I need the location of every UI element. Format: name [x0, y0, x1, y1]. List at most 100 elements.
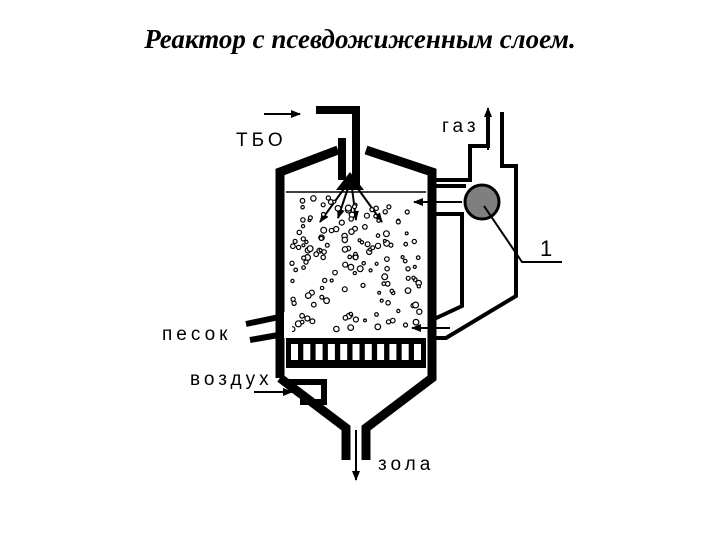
cyclone-separator [463, 183, 501, 221]
bed-particle [310, 301, 317, 308]
bed-particle [347, 263, 355, 271]
bed-particle [325, 195, 331, 201]
bed-particle [362, 223, 368, 230]
feed-distributor [336, 172, 364, 190]
label-gas: газ [442, 116, 480, 137]
label-callout-1: 1 [540, 236, 552, 261]
bed-particle [389, 288, 395, 294]
bed-particle [301, 255, 307, 261]
bed-particle [412, 318, 420, 326]
bed-particle [318, 235, 324, 241]
bed-particle [300, 223, 306, 229]
bed-particle [320, 226, 328, 234]
bed-particle [374, 242, 382, 250]
bed-particle [361, 260, 367, 266]
bed-particle [301, 243, 306, 248]
bed-particle [291, 300, 297, 306]
bed-particle [416, 284, 421, 289]
bed-particle [295, 244, 302, 251]
grate-hole [291, 344, 298, 360]
bed-particle [389, 317, 396, 324]
bed-particle [395, 219, 401, 225]
bed-particle [381, 273, 389, 281]
grate-hole [389, 344, 397, 360]
bed-particle [412, 264, 417, 269]
bed-particle [333, 325, 340, 333]
bed-particle [332, 199, 337, 204]
label-air: воздух [190, 369, 273, 390]
bed-particle [333, 225, 340, 233]
bed-particle [332, 269, 338, 276]
bed-particle [374, 312, 379, 317]
bed-particle [382, 209, 388, 215]
bed-particle [360, 282, 366, 288]
grate-hole [327, 344, 335, 360]
bed-particle [404, 231, 409, 236]
bed-particle [364, 241, 371, 248]
bed-particle [384, 265, 390, 272]
bed-particle [300, 217, 306, 223]
bed-particle [385, 299, 391, 306]
bed-particle [324, 242, 330, 248]
bed-particle [341, 236, 349, 244]
bed-particle [377, 290, 382, 295]
bed-particle [352, 316, 359, 323]
grate-hole [414, 344, 421, 360]
bed-particle [304, 239, 309, 245]
bed-particle [415, 255, 421, 261]
bed-particle [352, 254, 359, 261]
label-tbo: ТБО [236, 130, 287, 151]
bed-particle [319, 294, 325, 300]
bed-particle [382, 230, 390, 238]
bed-particle [304, 315, 311, 322]
bed-particle [405, 266, 411, 272]
bed-particle [386, 204, 392, 210]
sand-inlet-opening [284, 312, 292, 338]
bed-particle [411, 238, 417, 245]
bed-particle [348, 216, 355, 222]
bed-particle [307, 215, 313, 221]
bed-particle [375, 233, 381, 238]
bed-particle [402, 322, 409, 328]
bed-particle [338, 219, 345, 226]
bed-particle [318, 248, 323, 253]
bed-particle [403, 241, 409, 247]
bed-particle [323, 297, 331, 305]
bed-particle [300, 236, 306, 242]
label-sand: песок [162, 324, 231, 345]
fluidized-bed-particles [289, 195, 423, 333]
bed-particle [341, 286, 348, 293]
bed-particle [289, 260, 295, 266]
bed-particle [411, 275, 416, 280]
bed-particle [368, 268, 373, 273]
bed-particle [369, 207, 375, 213]
bed-particle [404, 209, 410, 215]
bed-particle [319, 285, 325, 291]
bed-particle [373, 205, 380, 212]
bed-particle [352, 270, 357, 276]
bed-particle [384, 256, 390, 263]
bed-particle [304, 292, 312, 300]
distribution-grate [286, 338, 426, 368]
bed-particle [370, 245, 376, 251]
bed-particle [357, 238, 362, 243]
grate-hole [303, 344, 311, 360]
bed-particle [402, 258, 408, 264]
bed-particle [309, 318, 316, 325]
bed-particle [293, 267, 299, 273]
bed-particle [381, 281, 387, 287]
bed-particle [348, 228, 355, 236]
bed-particle [290, 278, 295, 284]
bed-particle [320, 211, 326, 217]
bed-particle [299, 197, 306, 204]
bed-particle [313, 251, 320, 258]
bed-particle [373, 213, 379, 219]
bed-particle [374, 261, 379, 266]
air-inlet-pipe [288, 379, 327, 405]
grate-hole [352, 344, 360, 360]
sand-inlet-pipe [245, 313, 285, 343]
bed-particle [342, 314, 349, 321]
bed-particle [382, 238, 387, 243]
bed-particle [292, 238, 298, 244]
